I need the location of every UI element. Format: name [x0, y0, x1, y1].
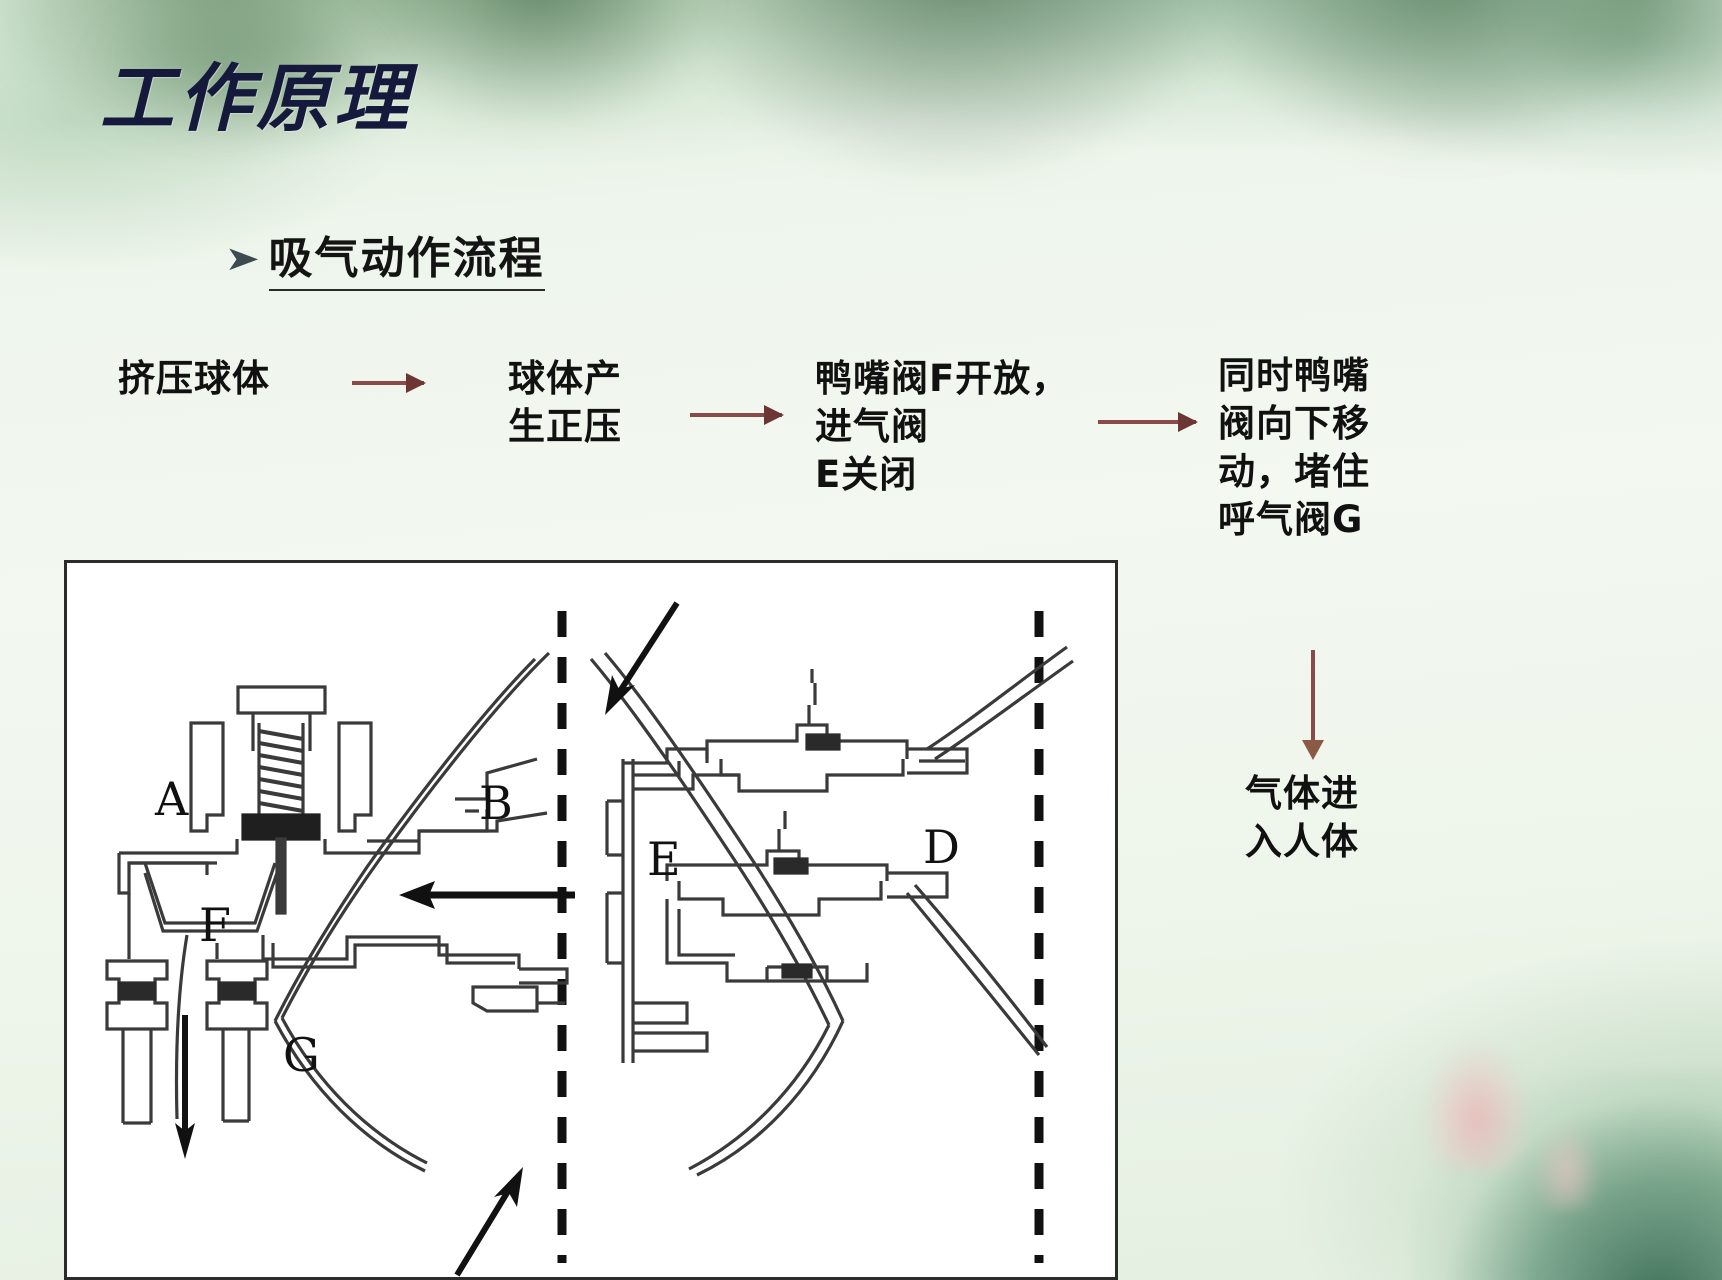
mountain-mist-4: [1180, 0, 1660, 170]
flow-step-3: 鸭嘴阀F开放， 进气阀 E关闭: [815, 357, 1070, 497]
airflow-arrow-down: [175, 1015, 195, 1159]
flow-step-5: 气体进 入人体: [1245, 772, 1359, 864]
valve-schematic: A B D E F G: [105, 601, 1074, 1277]
arrow-bullet-icon: ➤: [224, 238, 261, 279]
label-F: F: [199, 898, 231, 952]
lotus-leaf-decoration: [1412, 1070, 1722, 1280]
flow-step-4: 同时鸭嘴 阀向下移 动，堵住 呼气阀G: [1218, 354, 1370, 542]
pointer-arrow-top: [605, 601, 680, 715]
airflow-arrow-left: [399, 881, 575, 909]
pointer-arrow-bottom: [454, 1167, 523, 1277]
subheading: ➤ 吸气动作流程: [224, 222, 545, 291]
flow-arrow-1-icon: [352, 373, 426, 393]
flow-arrow-4-icon: [1302, 650, 1324, 760]
label-B: B: [479, 776, 513, 830]
label-A: A: [154, 772, 189, 826]
page-title: 工作原理: [100, 56, 412, 142]
subheading-label: 吸气动作流程: [268, 222, 545, 291]
label-E: E: [647, 832, 681, 886]
label-D: D: [923, 820, 960, 874]
flow-arrow-2-icon: [690, 405, 784, 425]
flow-arrow-3-icon: [1098, 412, 1198, 432]
mountain-mist-3: [700, 0, 1260, 190]
lotus-bud-decoration: [1532, 1120, 1602, 1210]
mountain-mist-5: [1500, 0, 1722, 130]
flow-step-2: 球体产 生正压: [508, 357, 622, 449]
lotus-flower-decoration: [1422, 1040, 1532, 1170]
flow-step-1: 挤压球体: [118, 357, 270, 400]
diagram-panel: A B D E F G: [64, 560, 1118, 1280]
label-G: G: [283, 1028, 320, 1082]
